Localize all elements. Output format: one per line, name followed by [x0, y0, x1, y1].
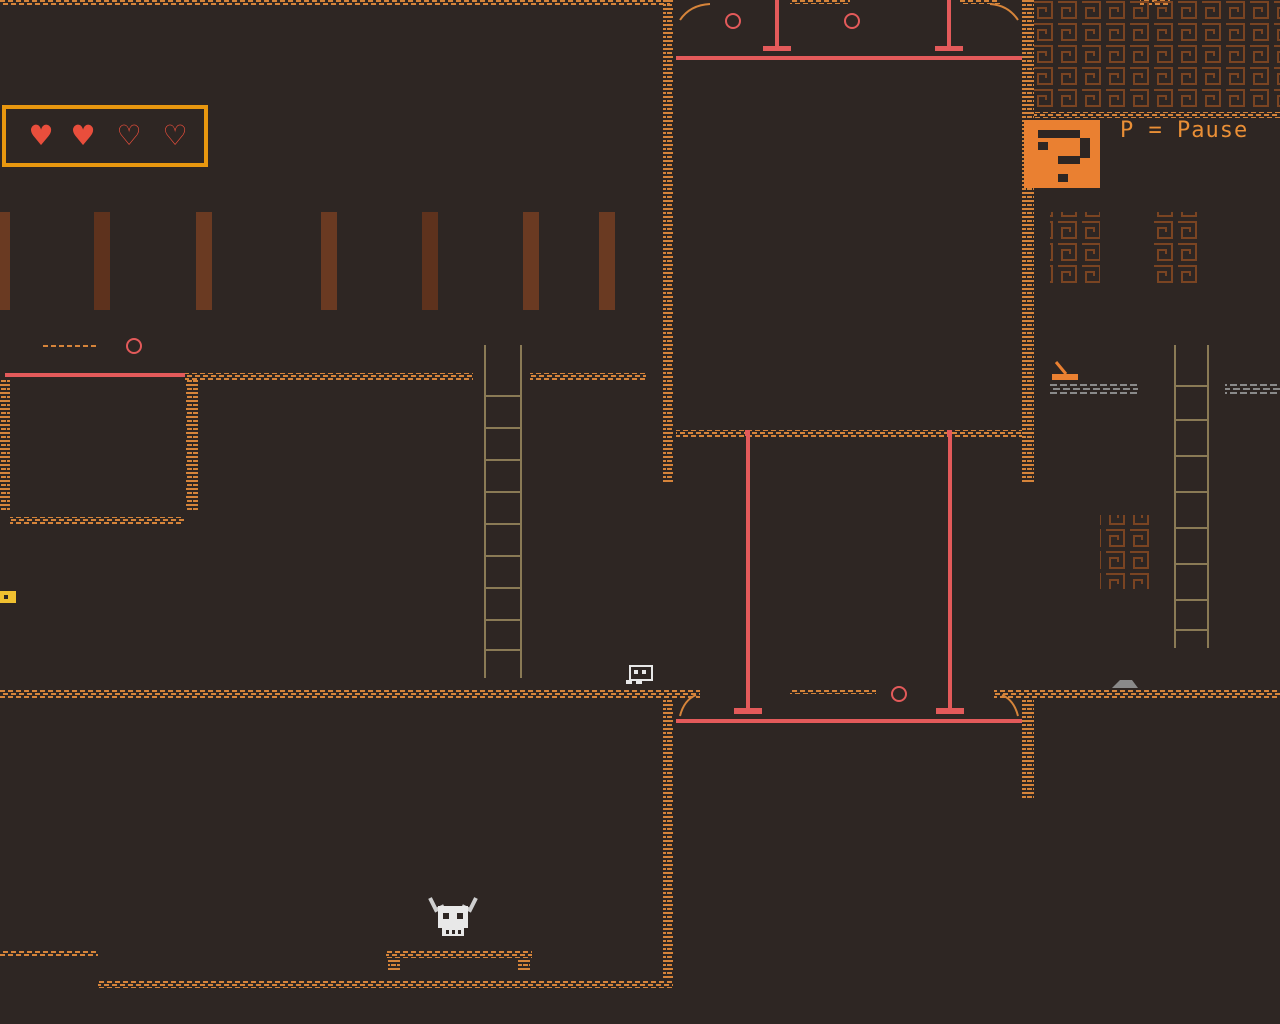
hazard-ledge — [5, 373, 185, 377]
robot-player-icon — [626, 665, 653, 684]
heart-full-icon: ♥ — [70, 119, 96, 152]
pillar-row — [0, 212, 615, 310]
shaft-floor — [676, 430, 1022, 438]
heart-empty-icon: ♡ — [162, 119, 188, 152]
laser-beam — [775, 0, 779, 48]
shaft-right-wall — [1022, 0, 1034, 482]
laser-beam — [947, 0, 951, 48]
gold-coin-icon — [0, 591, 16, 603]
ring-pickup — [844, 13, 860, 29]
skull-platform — [386, 950, 532, 958]
decor-wall — [1034, 0, 1280, 110]
lower-right-wall — [1022, 700, 1034, 800]
laser-beam — [746, 434, 750, 710]
ladder — [1174, 345, 1209, 648]
hazard-floor — [676, 719, 1022, 723]
heart-full-icon: ♥ — [28, 119, 54, 152]
ring-pickup — [126, 338, 142, 354]
hazard-floor — [676, 56, 1022, 60]
pause-hint: P = Pause — [1120, 118, 1249, 143]
ring-pickup — [725, 13, 741, 29]
shaft-left-wall — [663, 0, 673, 482]
laser-beam — [948, 434, 952, 710]
lever-icon — [1052, 361, 1078, 380]
grey-ledge — [1050, 383, 1138, 395]
main-floor-right — [994, 690, 1280, 698]
lower-left-wall — [663, 700, 673, 980]
ring-pickup — [891, 686, 907, 702]
horned-skull-icon — [428, 897, 478, 936]
main-floor — [0, 690, 700, 698]
ladder — [484, 345, 522, 678]
question-mark-icon[interactable] — [1024, 120, 1100, 188]
ceiling-wall — [0, 0, 670, 6]
heart-empty-icon: ♡ — [116, 119, 142, 152]
upper-ledge — [185, 373, 473, 381]
rock-icon — [1112, 680, 1138, 688]
bottom-floor — [98, 980, 673, 988]
health-bar: ♥ ♥ ♡ ♡ — [2, 105, 208, 167]
